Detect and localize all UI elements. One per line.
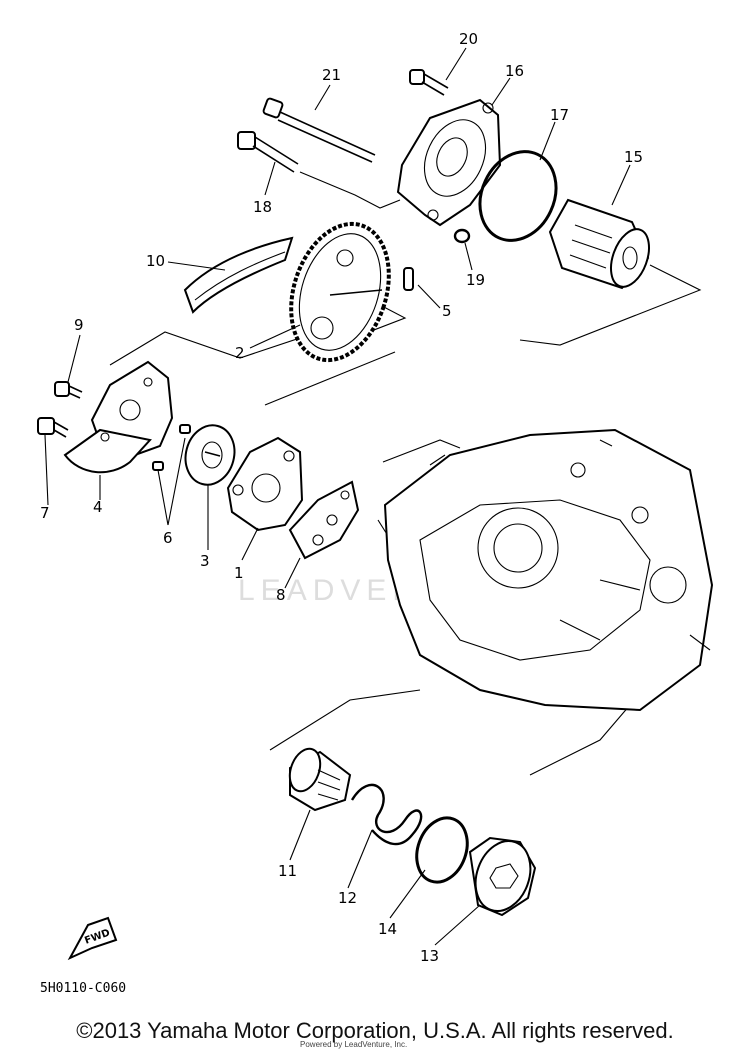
part-17-o-ring <box>478 150 558 242</box>
part-14-o-ring <box>415 816 469 884</box>
credit-text: Powered by LeadVenture, Inc. <box>300 1040 408 1049</box>
callout-6: 6 <box>163 529 173 547</box>
callout-13: 13 <box>420 947 439 965</box>
callout-12: 12 <box>338 889 357 907</box>
callout-labels: 20 21 16 17 15 18 10 19 5 2 9 7 4 6 3 1 … <box>40 30 643 965</box>
part-12-spring <box>350 783 423 846</box>
part-16-filter-cover <box>396 98 502 227</box>
callout-5: 5 <box>442 302 452 320</box>
part-5-dowel-pin <box>403 267 414 291</box>
callout-19: 19 <box>466 271 485 289</box>
part-2-gear <box>289 221 391 363</box>
part-15-oil-filter <box>548 198 650 290</box>
part-1-pump-housing <box>226 436 304 532</box>
callout-7: 7 <box>40 504 50 522</box>
parts-diagram: LEADVENTURE <box>37 30 714 996</box>
part-9-screw <box>54 381 83 399</box>
callout-10: 10 <box>146 252 165 270</box>
crankcase <box>383 428 714 712</box>
callout-1: 1 <box>234 564 244 582</box>
part-6-pins <box>152 424 191 471</box>
callout-18: 18 <box>253 198 272 216</box>
part-8-gasket <box>288 480 360 560</box>
part-10-shield <box>183 236 294 314</box>
part-7-screw <box>37 417 69 438</box>
callout-14: 14 <box>378 920 397 938</box>
part-20-bolt <box>409 69 449 96</box>
part-21-long-bolt <box>262 97 376 163</box>
callout-2: 2 <box>235 344 245 362</box>
callout-8: 8 <box>276 586 286 604</box>
callout-4: 4 <box>93 498 103 516</box>
part-3-rotor <box>184 424 236 486</box>
callout-21: 21 <box>322 66 341 84</box>
leader-lines <box>44 47 631 946</box>
part-13-drain-plug <box>468 836 537 917</box>
callout-16: 16 <box>505 62 524 80</box>
diagram-code: 5H0110-C060 <box>40 981 126 996</box>
part-11-strainer <box>288 747 352 812</box>
copyright-notice: ©2013 Yamaha Motor Corporation, U.S.A. A… <box>76 1018 674 1043</box>
callout-15: 15 <box>624 148 643 166</box>
callout-20: 20 <box>459 30 478 48</box>
callout-9: 9 <box>74 316 84 334</box>
part-18-bolt <box>237 131 299 173</box>
callout-11: 11 <box>278 862 297 880</box>
part-4-pump-body <box>63 360 174 474</box>
callout-17: 17 <box>550 106 569 124</box>
fwd-arrow-icon: FWD <box>67 916 118 961</box>
callout-3: 3 <box>200 552 210 570</box>
part-19-small-o-ring <box>453 228 471 244</box>
